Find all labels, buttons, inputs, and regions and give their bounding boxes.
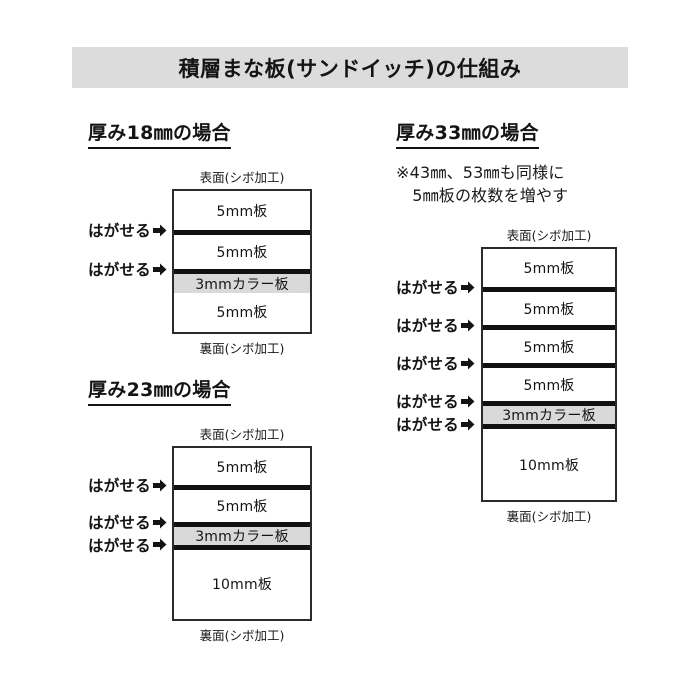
layer-board: 5mm板: [483, 287, 615, 326]
peelable-label: はがせる: [396, 393, 459, 412]
layer-board: 5mm板: [174, 191, 310, 231]
layer-label: 10mm板: [518, 457, 580, 474]
layer-color-board: 3mmカラー板: [174, 522, 310, 545]
layer-board: 5mm板: [483, 363, 615, 402]
layer-label: 5mm板: [523, 261, 575, 278]
layer-board: 5mm板: [174, 448, 310, 486]
right-arrow-icon: [152, 479, 167, 492]
layer-label: 5mm板: [523, 339, 575, 356]
peelable-label: はがせる: [88, 477, 151, 496]
section-heading-23: 厚み23㎜の場合: [88, 375, 231, 406]
section-heading-33: 厚み33㎜の場合: [396, 118, 539, 149]
peelable-label: はがせる: [396, 279, 459, 298]
layer-color-board: 3mmカラー板: [483, 401, 615, 424]
layer-stack-33: 5mm板 5mm板 5mm板 5mm板 3mmカラー板 10mm板: [481, 247, 617, 503]
layer-board: 5mm板: [483, 325, 615, 364]
peelable-callout: はがせる: [396, 276, 475, 298]
right-arrow-icon: [460, 395, 475, 408]
diagram-18: 表面(シボ加工) 5mm板 5mm板 3mmカラー板 5mm板 裏面(シボ加工) はが…: [88, 167, 333, 357]
top-face-label-18: 表面(シボ加工): [199, 170, 285, 185]
peelable-label: はがせる: [88, 536, 151, 555]
layer-board: 5mm板: [174, 485, 310, 523]
section-note-33: ※43㎜、53㎜も同様に 5㎜板の枚数を増やす: [396, 163, 569, 206]
right-arrow-icon: [460, 281, 475, 294]
layer-stack-23: 5mm板 5mm板 3mmカラー板 10mm板: [172, 446, 312, 621]
peelable-callout: はがせる: [88, 534, 167, 556]
bottom-face-label-18: 裏面(シボ加工): [199, 341, 285, 356]
layer-label: 5mm板: [523, 301, 575, 318]
peelable-callout: はがせる: [88, 474, 167, 496]
section-heading-18: 厚み18㎜の場合: [88, 118, 231, 149]
right-arrow-icon: [152, 224, 167, 237]
layer-label: 5mm板: [216, 459, 268, 476]
peelable-callout: はがせる: [396, 390, 475, 412]
section-thickness-23: 厚み23㎜の場合 表面(シボ加工) 5mm板 5mm板 3mmカラー板 10mm板 裏…: [88, 375, 333, 644]
peelable-callout: はがせる: [396, 314, 475, 336]
diagram-33: 表面(シボ加工) 5mm板 5mm板 5mm板 5mm板 3mmカラー板 10mm板 裏面…: [396, 225, 644, 525]
peelable-label: はがせる: [396, 317, 459, 336]
layer-label: 3mmカラー板: [502, 408, 596, 425]
right-arrow-icon: [152, 263, 167, 276]
section-thickness-18: 厚み18㎜の場合 表面(シボ加工) 5mm板 5mm板 3mmカラー板 5mm板 裏面…: [88, 118, 333, 357]
layer-label: 5mm板: [216, 305, 268, 322]
page-title: 積層まな板(サンドイッチ)の仕組み: [178, 56, 522, 81]
right-arrow-icon: [152, 538, 167, 551]
layer-label: 10mm板: [211, 577, 273, 594]
layer-label: 3mmカラー板: [195, 276, 289, 293]
bottom-face-label-33: 裏面(シボ加工): [506, 509, 592, 525]
layer-label: 5mm板: [216, 203, 268, 220]
right-arrow-icon: [460, 357, 475, 370]
peelable-callout: はがせる: [88, 511, 167, 533]
peelable-label: はがせる: [88, 261, 151, 280]
peelable-callout: はがせる: [396, 413, 475, 435]
peelable-label: はがせる: [88, 514, 151, 533]
peelable-label: はがせる: [396, 416, 459, 435]
diagram-23: 表面(シボ加工) 5mm板 5mm板 3mmカラー板 10mm板 裏面(シボ加工) は…: [88, 424, 333, 644]
layer-stack-18: 5mm板 5mm板 3mmカラー板 5mm板: [172, 189, 312, 334]
peelable-label: はがせる: [88, 222, 151, 241]
right-arrow-icon: [460, 418, 475, 431]
layer-label: 3mmカラー板: [195, 529, 289, 545]
top-face-label-23: 表面(シボ加工): [199, 427, 285, 442]
peelable-label: はがせる: [396, 355, 459, 374]
top-face-label-33: 表面(シボ加工): [506, 228, 592, 244]
peelable-callout: はがせる: [396, 352, 475, 374]
peelable-callout: はがせる: [88, 219, 167, 241]
right-arrow-icon: [460, 319, 475, 332]
section-thickness-33: 厚み33㎜の場合 ※43㎜、53㎜も同様に 5㎜板の枚数を増やす 表面(シボ加工…: [396, 118, 644, 525]
right-arrow-icon: [152, 516, 167, 529]
layer-label: 5mm板: [216, 245, 268, 262]
layer-board: 5mm板: [483, 249, 615, 288]
bottom-face-label-23: 裏面(シボ加工): [199, 628, 285, 643]
layer-color-board: 3mmカラー板: [174, 269, 310, 293]
peelable-callout: はがせる: [88, 258, 167, 280]
layer-board: 5mm板: [174, 230, 310, 270]
title-banner: 積層まな板(サンドイッチ)の仕組み: [72, 47, 628, 88]
layer-board: 5mm板: [174, 292, 310, 332]
layer-label: 5mm板: [216, 499, 268, 516]
layer-board: 10mm板: [174, 544, 310, 619]
layer-label: 5mm板: [523, 377, 575, 394]
layer-board: 10mm板: [483, 424, 615, 501]
